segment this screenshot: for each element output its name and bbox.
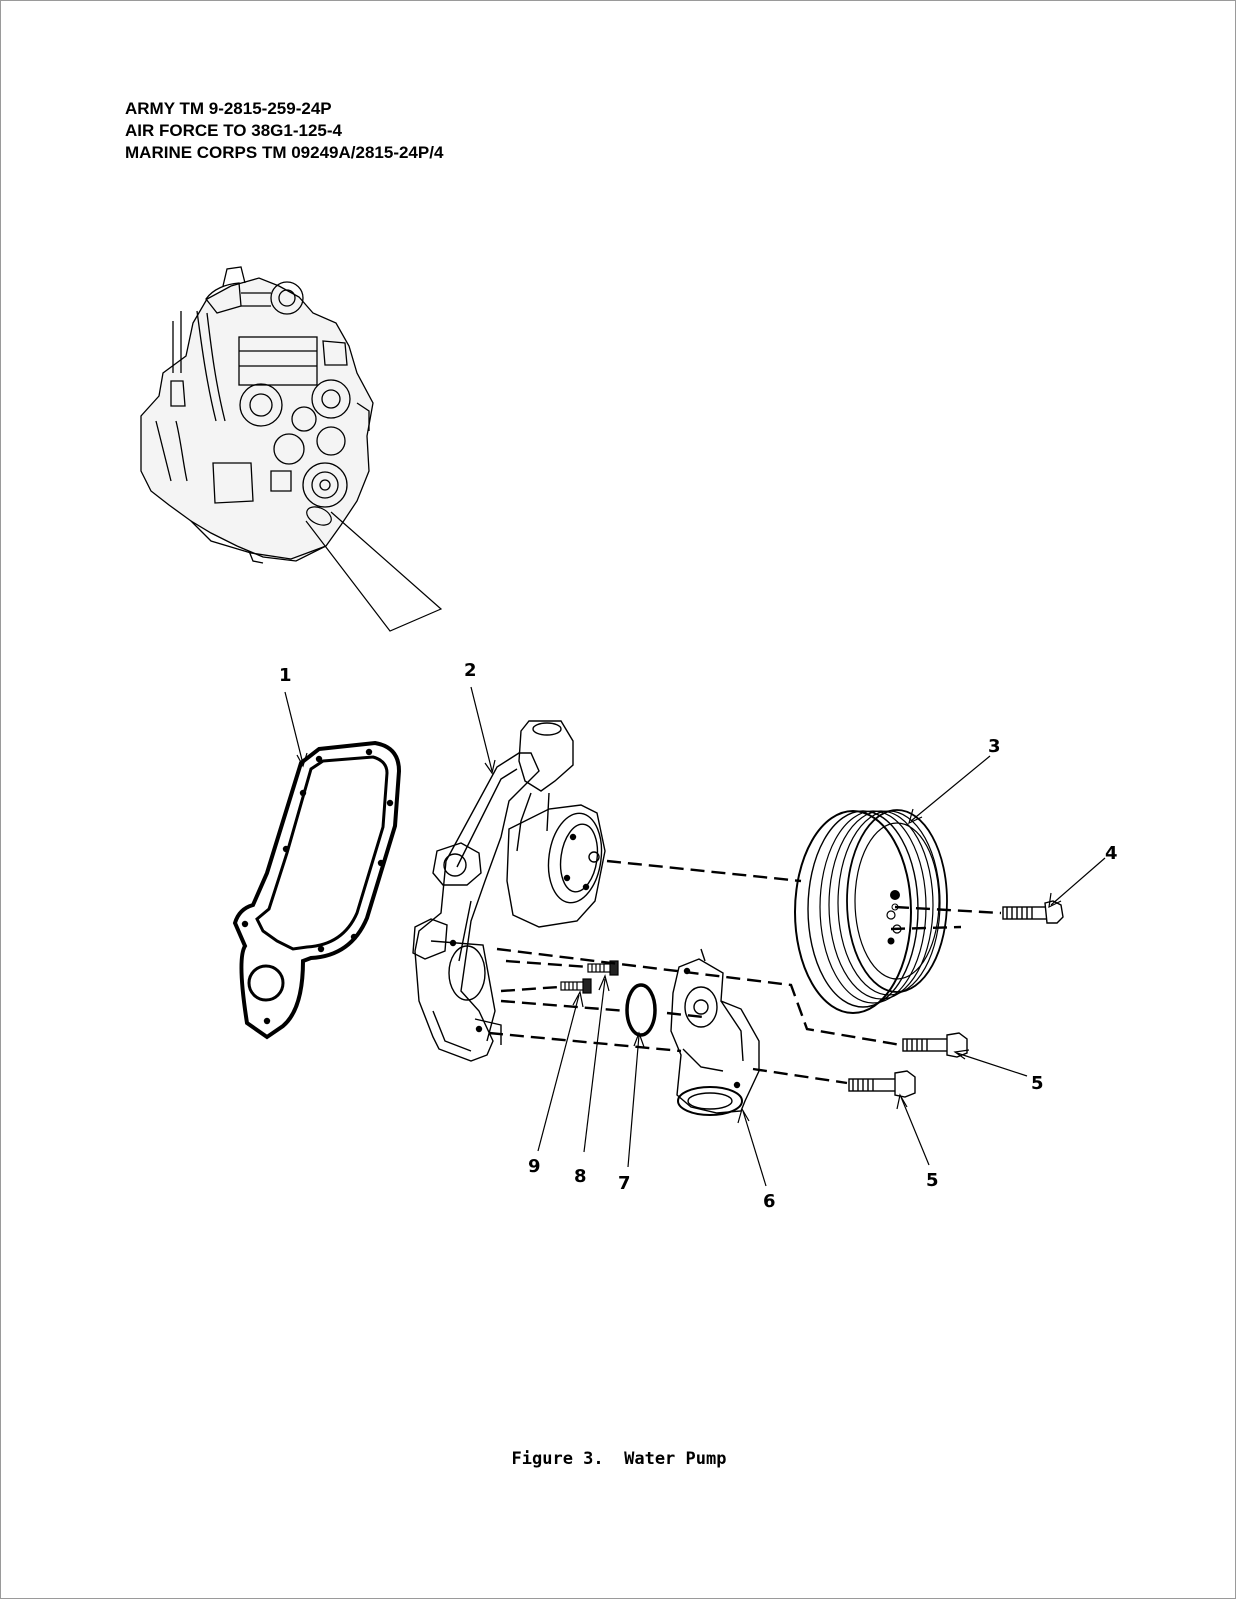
callout-1: 1	[279, 665, 292, 686]
callout-2: 2	[464, 660, 477, 681]
locator-wedge-pointer	[305, 506, 443, 632]
cap-screw-part-5-lower	[848, 1070, 916, 1098]
o-ring-part-7	[625, 983, 657, 1037]
leader-lines	[284, 686, 1106, 1187]
screw-part-8	[587, 960, 619, 976]
alignment-lines	[488, 859, 1002, 1085]
callout-4: 4	[1105, 843, 1118, 864]
screw-part-9	[560, 978, 592, 994]
callout-8: 8	[574, 1166, 587, 1187]
army-tm-number: ARMY TM 9-2815-259-24P	[125, 99, 332, 118]
water-outlet-elbow-part-6	[670, 948, 760, 1116]
callout-5-upper: 5	[1031, 1073, 1044, 1094]
engine-locator-illustration	[140, 266, 374, 564]
figure-caption: Figure 3. Water Pump	[511, 1449, 727, 1469]
water-pump-housing-part-2	[412, 720, 606, 1062]
marine-corps-tm-number: MARINE CORPS TM 09249A/2815-24P/4	[125, 143, 444, 162]
callout-7: 7	[618, 1173, 631, 1194]
callout-6: 6	[763, 1191, 776, 1212]
callout-3: 3	[988, 736, 1001, 757]
pulley-part-3	[794, 809, 948, 1014]
callout-5-lower: 5	[926, 1170, 939, 1191]
callout-numbers: 1 2 3 4 5 5 6 7 8 9	[279, 660, 1118, 1212]
document-header: ARMY TM 9-2815-259-24P AIR FORCE TO 38G1…	[125, 98, 443, 164]
gasket-part-1	[232, 740, 402, 1040]
callout-9: 9	[528, 1156, 541, 1177]
air-force-to-number: AIR FORCE TO 38G1-125-4	[125, 121, 342, 140]
